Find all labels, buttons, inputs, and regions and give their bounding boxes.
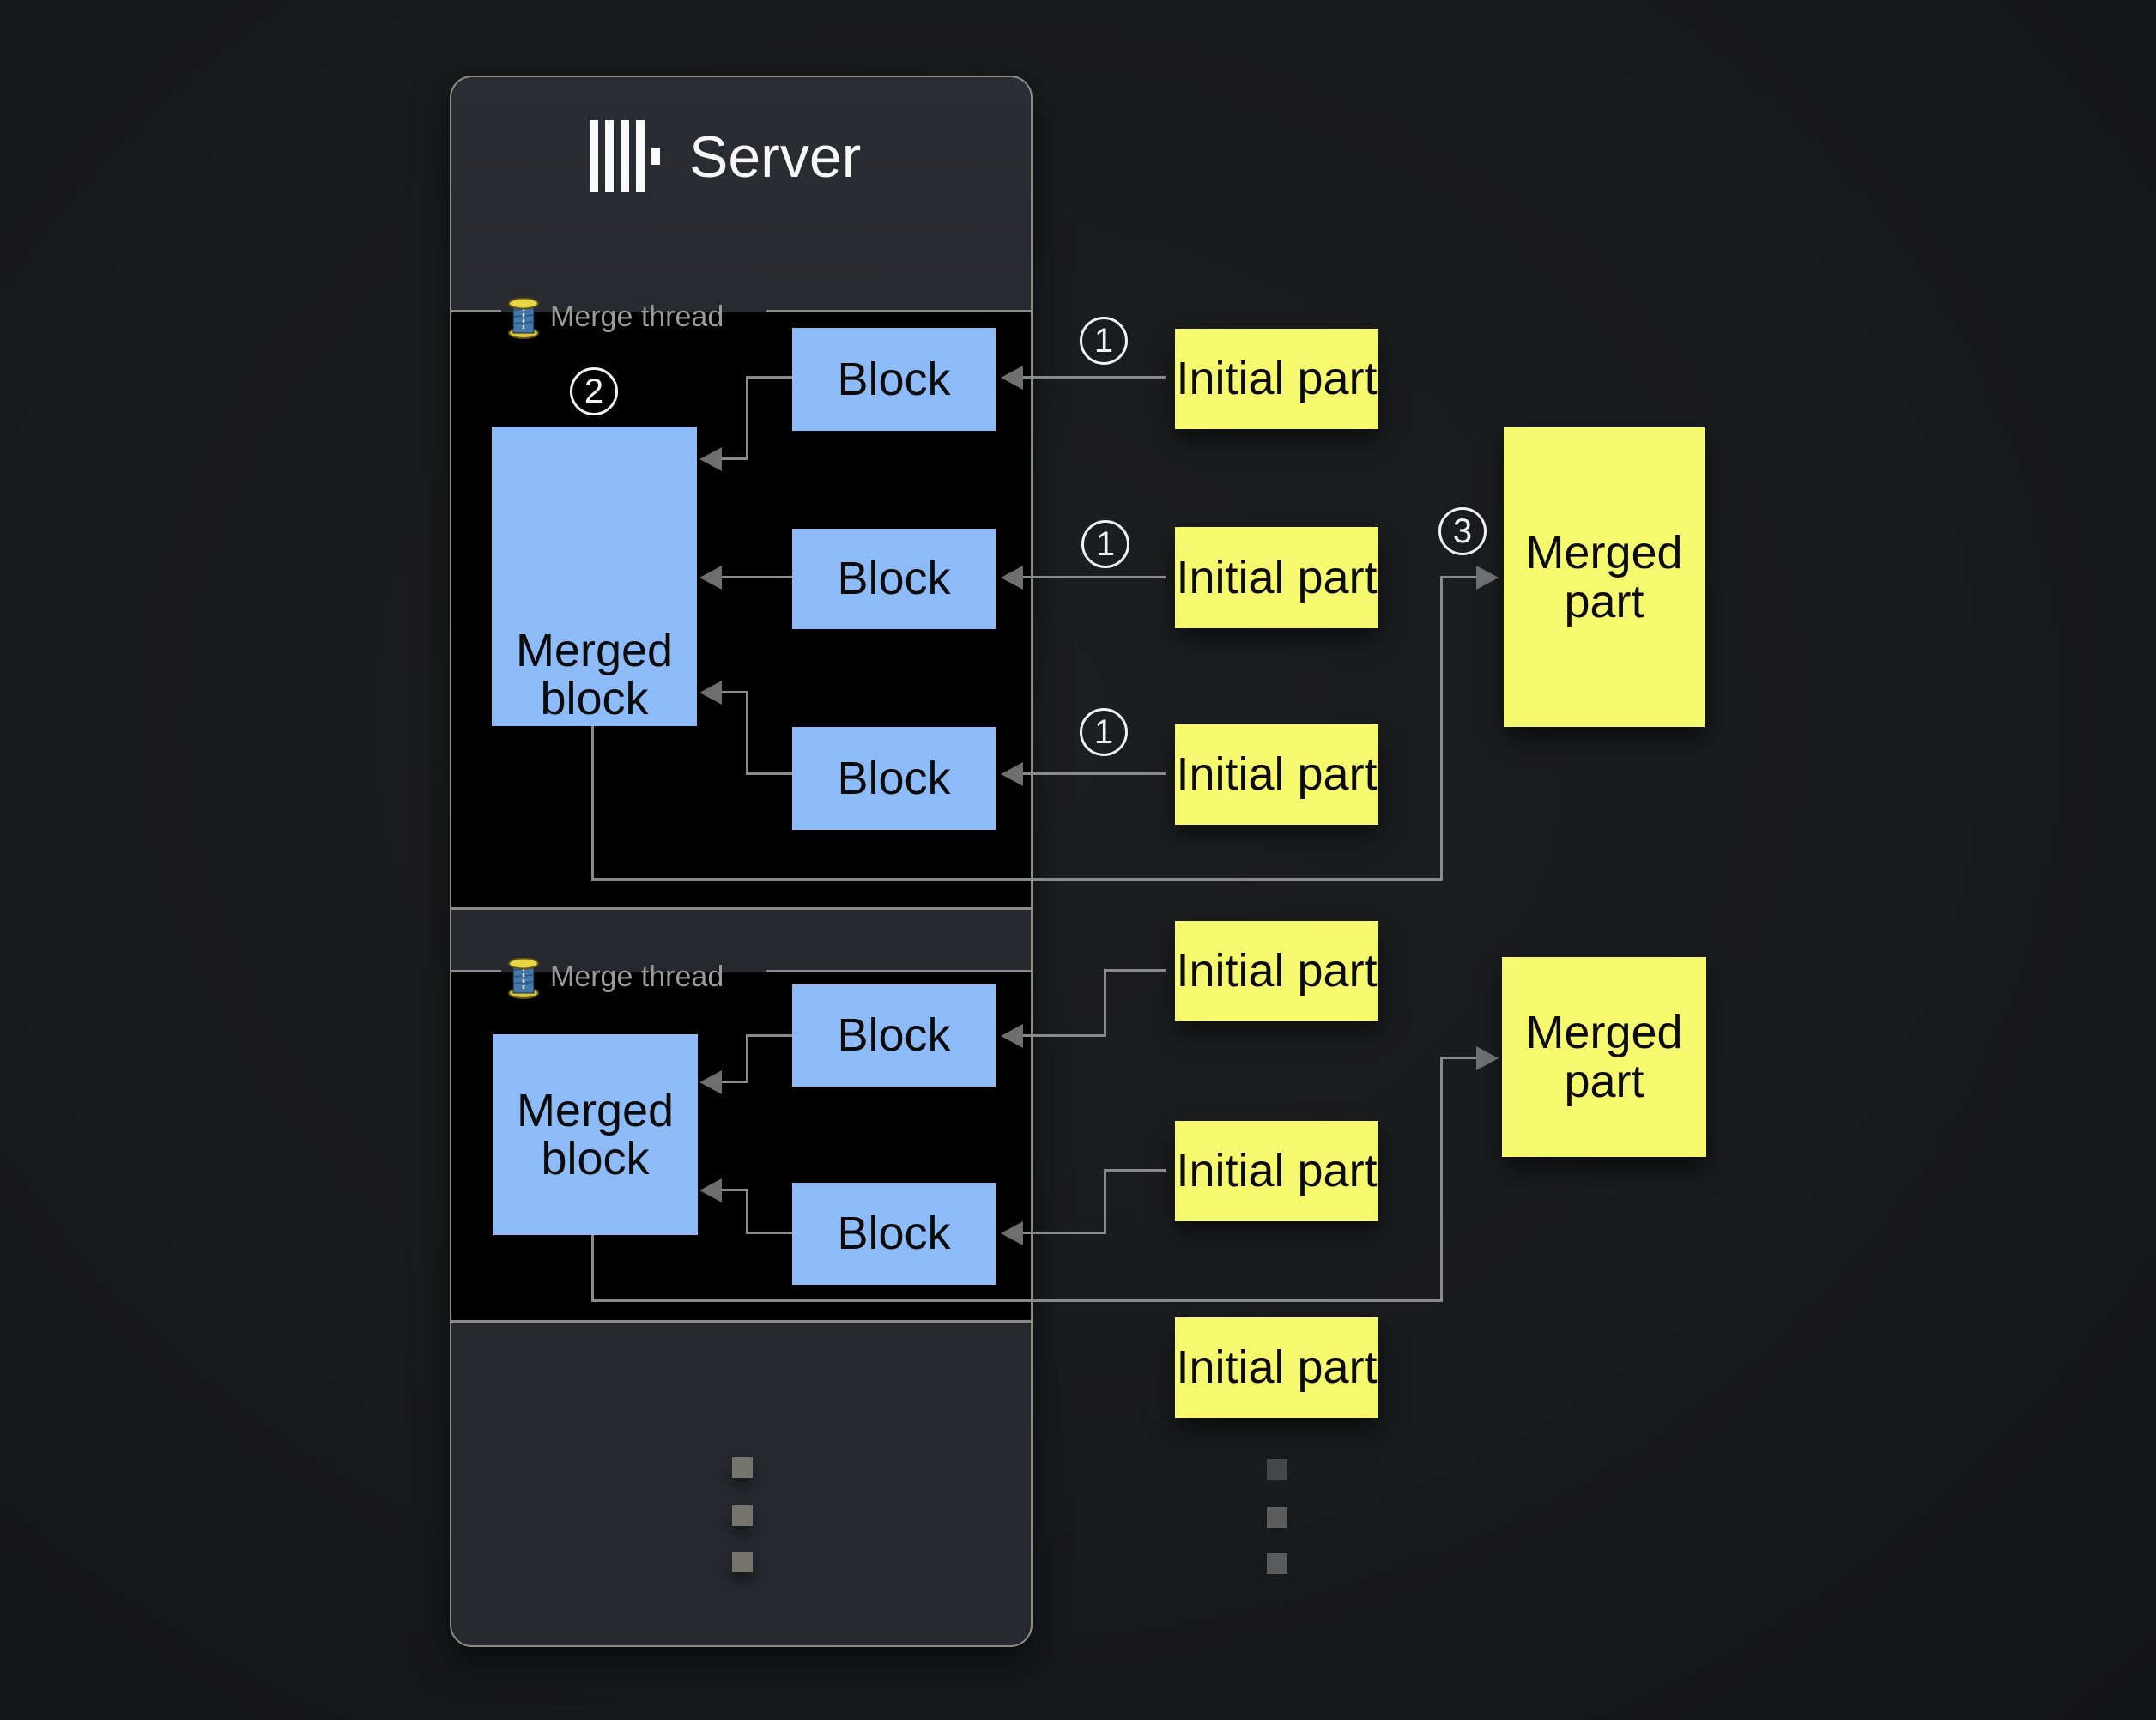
connector-line <box>1023 376 1166 379</box>
merge-thread-2-label: Merge thread <box>550 960 724 993</box>
thread-spool-icon <box>506 297 542 343</box>
arrow-left-icon <box>699 566 722 590</box>
connector-line <box>1105 969 1166 972</box>
step-2-badge: 2 <box>570 367 618 415</box>
arrow-left-icon <box>1001 1221 1023 1245</box>
connector-line <box>748 772 792 775</box>
connector-line <box>591 1299 1443 1302</box>
step-1-badge: 1 <box>1080 708 1128 756</box>
ellipsis-dot <box>732 1505 753 1526</box>
merge-thread-1-label: Merge thread <box>550 300 724 333</box>
divider <box>451 310 501 312</box>
merged-part-box: Merged part <box>1504 427 1705 727</box>
initial-part-box: Initial part <box>1175 329 1378 429</box>
arrow-right-icon <box>1476 1046 1499 1070</box>
initial-part-box: Initial part <box>1175 1121 1378 1221</box>
connector-line <box>1443 1057 1476 1059</box>
step-1-badge: 1 <box>1081 520 1129 568</box>
connector-line <box>720 1189 748 1191</box>
block-box: Block <box>792 727 996 830</box>
block-box: Block <box>792 328 996 431</box>
divider <box>451 970 501 972</box>
ellipsis-dot <box>732 1552 753 1572</box>
connector-line <box>1023 1034 1105 1037</box>
arrow-left-icon <box>1001 762 1023 786</box>
connector-line <box>746 376 748 460</box>
ellipsis-dot <box>732 1457 753 1478</box>
ellipsis-dot <box>1267 1459 1287 1480</box>
block-box: Block <box>792 984 996 1087</box>
arrow-left-icon <box>1001 566 1023 590</box>
arrow-left-icon <box>699 447 722 471</box>
divider <box>766 310 1031 312</box>
connector-line <box>1023 576 1166 578</box>
connector-line <box>746 691 748 775</box>
ellipsis-dot <box>1267 1553 1287 1574</box>
initial-part-box: Initial part <box>1175 527 1378 628</box>
thread-spool-icon <box>506 957 542 1003</box>
divider <box>766 970 1031 972</box>
connector-line <box>1440 576 1443 881</box>
arrow-left-icon <box>1001 366 1023 390</box>
arrow-left-icon <box>699 681 722 705</box>
step-3-badge: 3 <box>1438 507 1487 555</box>
connector-line <box>591 878 1443 881</box>
clickhouse-logo-icon <box>590 120 662 192</box>
connector-line <box>591 1235 594 1302</box>
connector-line <box>1440 1057 1443 1302</box>
initial-part-box: Initial part <box>1175 724 1378 825</box>
server-title: Server <box>689 124 862 190</box>
initial-part-box: Initial part <box>1175 1317 1378 1418</box>
connector-line <box>1023 1232 1105 1234</box>
connector-line <box>1104 969 1106 1037</box>
connector-line <box>746 1034 748 1083</box>
connector-line <box>720 691 748 693</box>
connector-line <box>1104 1169 1106 1234</box>
connector-line <box>748 1034 792 1037</box>
connector-line <box>748 376 792 379</box>
ellipsis-dot <box>1267 1507 1287 1528</box>
arrow-left-icon <box>699 1178 722 1202</box>
merged-block-box: Merged block <box>492 427 697 726</box>
arrow-right-icon <box>1476 566 1499 590</box>
connector-line <box>746 1189 748 1234</box>
step-1-badge: 1 <box>1080 317 1128 365</box>
connector-line <box>720 457 748 460</box>
initial-part-box: Initial part <box>1175 921 1378 1021</box>
connector-line <box>591 726 594 881</box>
connector-line <box>1443 576 1476 578</box>
arrow-left-icon <box>1001 1024 1023 1048</box>
merged-part-box: Merged part <box>1502 957 1706 1157</box>
merged-block-box: Merged block <box>493 1034 698 1235</box>
connector-line <box>1023 772 1166 775</box>
connector-line <box>1105 1169 1166 1172</box>
connector-line <box>748 1232 792 1234</box>
block-box: Block <box>792 529 996 629</box>
block-box: Block <box>792 1183 996 1285</box>
connector-line <box>720 576 792 578</box>
arrow-left-icon <box>699 1070 722 1094</box>
connector-line <box>720 1081 748 1083</box>
